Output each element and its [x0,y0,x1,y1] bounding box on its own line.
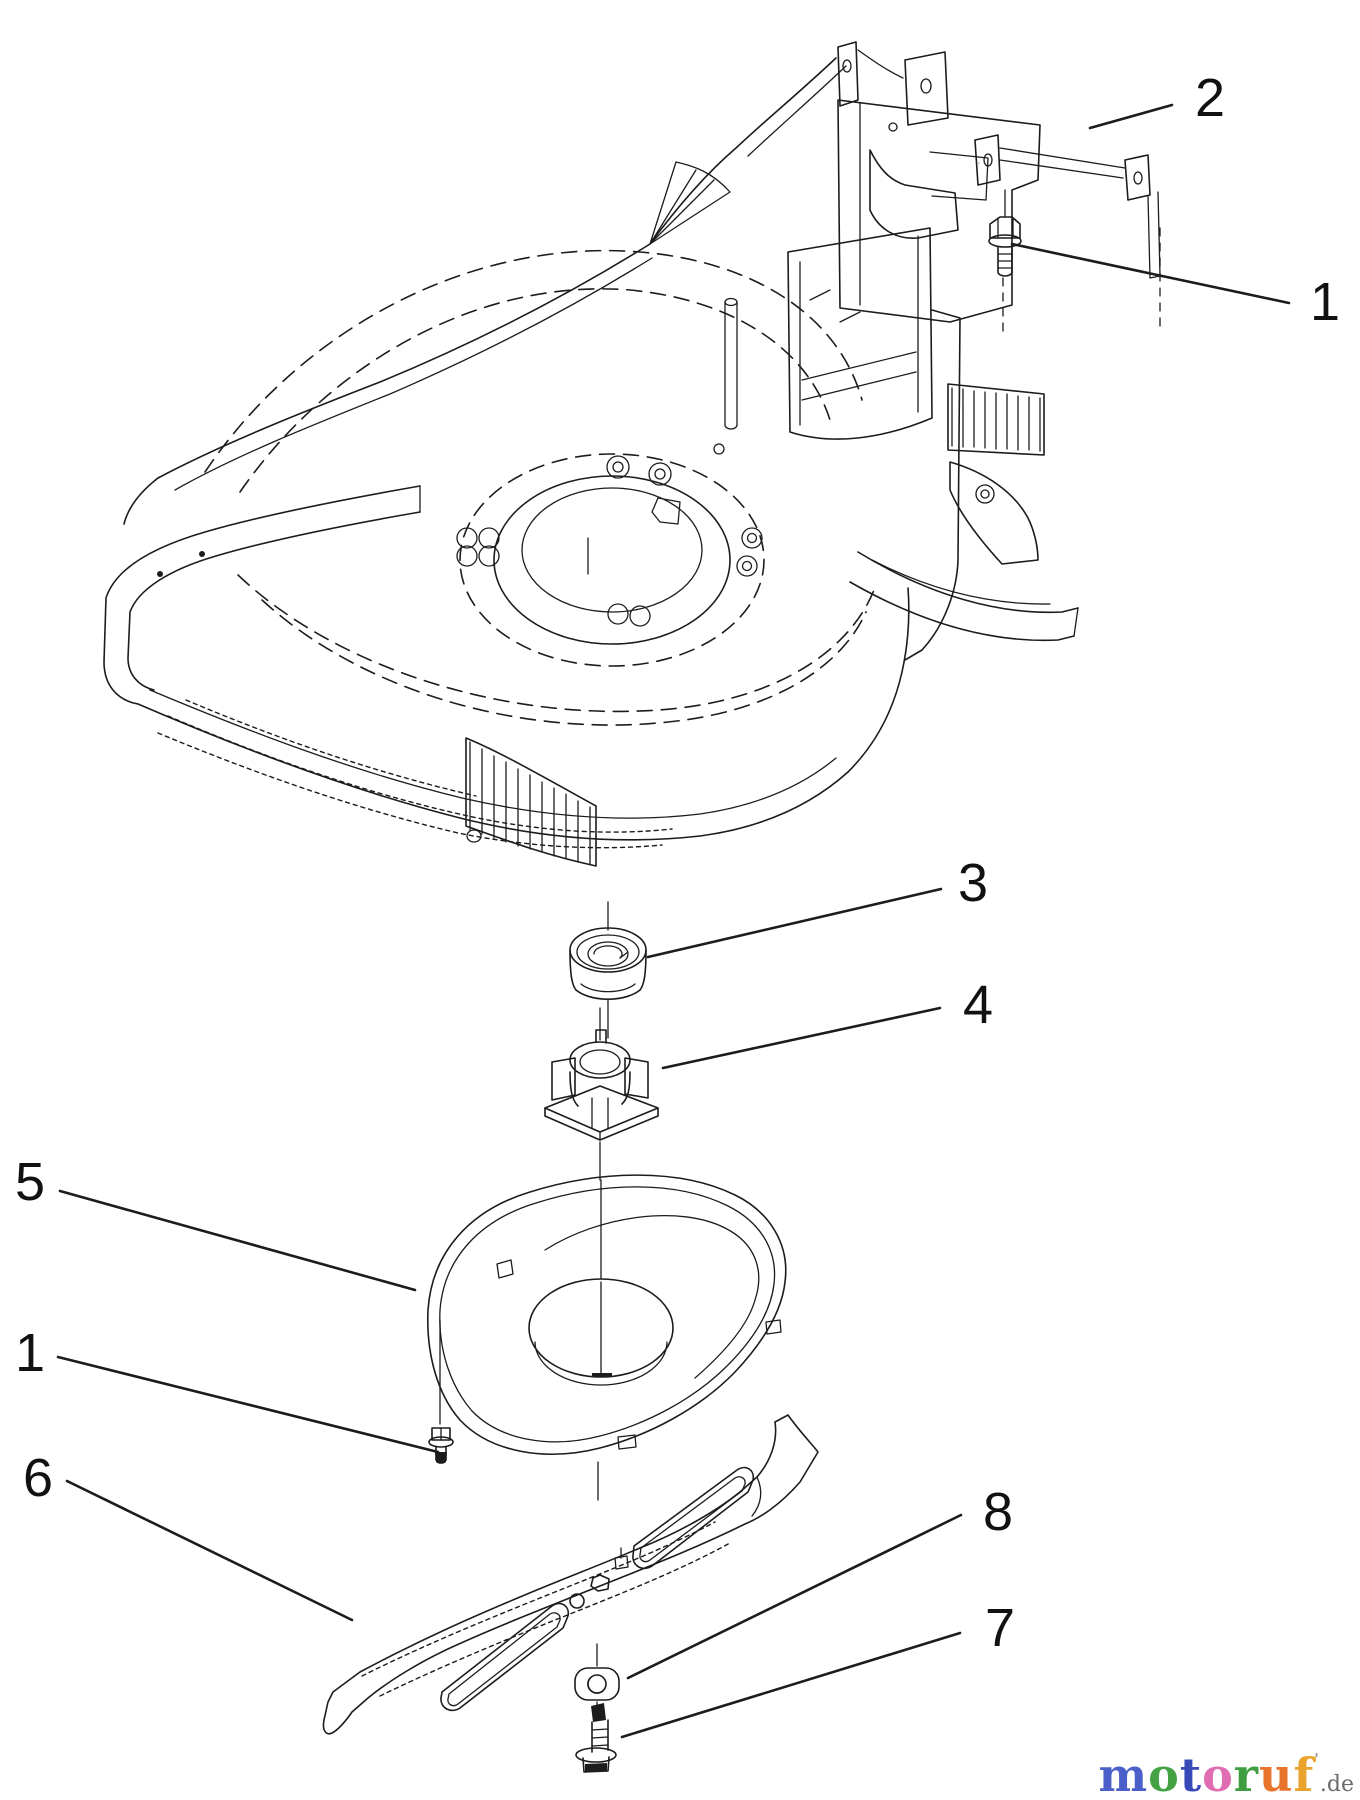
logo-letter: u [1259,1748,1294,1800]
mower-blade [322,1414,819,1735]
logo-letter: m [1098,1748,1149,1800]
motoruf-watermark-logo: motoruf'.de [1098,1750,1354,1799]
callout-6-label: 6 [23,1448,53,1508]
deck-dome-contours [204,249,875,726]
logo-letter: r [1233,1748,1260,1800]
motoruf-logo-letters: motoruf [1098,1748,1314,1800]
callout-5-label: 5 [15,1152,45,1212]
cable-clip [651,497,681,525]
logo-letter: o [1148,1748,1180,1800]
callout-3-leader [646,887,943,959]
bearing [569,901,647,1039]
logo-letter: f [1293,1748,1315,1800]
callout-8-label: 8 [983,1482,1013,1542]
motoruf-logo-suffix: .de [1319,1772,1354,1797]
callout-1-top-label: 1 [1310,272,1340,332]
callout-1-left-leader [56,1355,440,1454]
plate-bolt [428,1319,454,1464]
callout-7-leader [620,1631,962,1739]
lock-washer [574,1643,620,1701]
callout-2-label: 2 [1195,68,1225,128]
discharge-chute [849,551,1079,642]
spindle-hub [456,443,765,667]
right-side-structure [904,309,1045,661]
callout-6-leader [65,1479,354,1622]
callout-8-leader [626,1513,963,1680]
stiffener-plate [426,1174,787,1501]
blade-bolt [575,1701,617,1773]
callout-4-label: 4 [963,975,993,1035]
motoruf-logo-mark: ' [1314,1750,1320,1768]
mount-bolt-top [988,189,1022,337]
mower-deck-housing [103,41,1079,867]
callout-5-leader [58,1189,417,1292]
bolt-bosses [456,443,763,627]
logo-letter: t [1179,1748,1203,1800]
callout-1-top-leader [1010,242,1291,305]
logo-letter: o [1202,1748,1234,1800]
callout-4-leader [661,1006,942,1070]
blade-driver [544,1007,659,1181]
callout-7-label: 7 [985,1598,1015,1658]
callout-1-left-label: 1 [15,1323,45,1383]
callout-2-leader [1088,103,1174,130]
engine-mount-bracket [837,51,1161,331]
callout-layer: 2 1 3 4 5 1 6 8 7 [15,68,1340,1739]
rear-tunnel [787,227,933,440]
callout-3-label: 3 [958,853,988,913]
